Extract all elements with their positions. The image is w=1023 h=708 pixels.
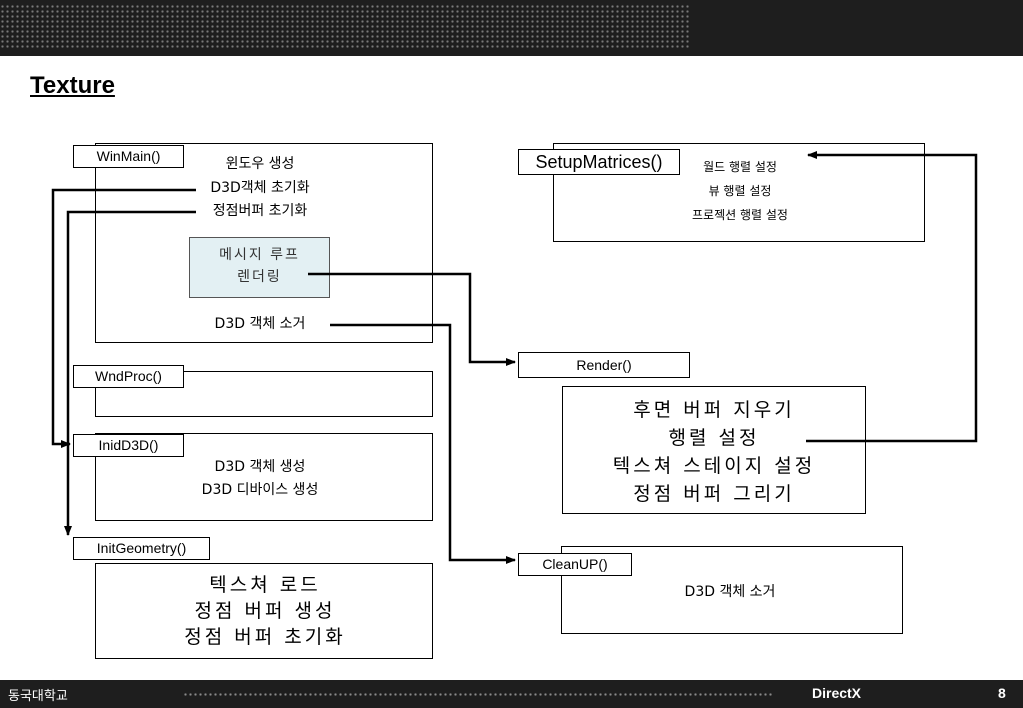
initd3d-line-1: D3D 객체 생성 (214, 459, 306, 475)
arrow-render (308, 272, 516, 366)
render-label: Render() (518, 352, 690, 378)
initgeometry-box (95, 563, 433, 659)
footer-dot-pattern (183, 692, 773, 697)
winmain-cleanup-text: D3D 객체 소거 (214, 316, 306, 332)
winmain-label: WinMain() (73, 145, 184, 168)
initgeometry-line-3: 정점 버퍼 초기화 (184, 626, 346, 648)
message-loop-box: 메시지 루프 렌더링 (189, 237, 330, 298)
page-number: 8 (998, 685, 1006, 701)
header-dot-pattern (0, 4, 690, 50)
setupmatrices-label: SetupMatrices() (518, 149, 680, 175)
initgeometry-line-1: 텍스쳐 로드 (209, 574, 321, 596)
setupmatrices-line-1: 월드 행렬 설정 (703, 160, 777, 174)
winmain-line-3: 정점버퍼 초기화 (212, 203, 308, 219)
initd3d-box (95, 433, 433, 521)
initd3d-line-2: D3D 디바이스 생성 (201, 482, 319, 498)
winmain-line-1: 윈도우 생성 (225, 156, 295, 172)
initd3d-label: InidD3D() (73, 434, 184, 457)
arrow-init-d3d (51, 188, 196, 448)
footer-bar: 동국대학교 DirectX 8 (0, 680, 1023, 708)
initgeometry-line-2: 정점 버퍼 생성 (194, 600, 336, 622)
winmain-box (95, 143, 433, 343)
slide-title: Texture (30, 72, 115, 99)
footer-university: 동국대학교 (8, 689, 68, 704)
arrow-cleanup (330, 323, 516, 564)
header-bar (0, 0, 1023, 56)
setupmatrices-line-3: 프로젝션 행렬 설정 (692, 208, 788, 222)
render-box (562, 386, 866, 514)
render-line-3: 텍스쳐 스테이지 설정 (612, 455, 816, 477)
footer-course: DirectX (812, 685, 862, 701)
wndproc-label: WndProc() (73, 365, 184, 388)
render-line-1: 후면 버퍼 지우기 (633, 399, 795, 421)
cleanup-line-1: D3D 객체 소거 (684, 584, 776, 600)
render-line-4: 정점 버퍼 그리기 (633, 483, 795, 505)
arrow-setup-matrices (806, 151, 978, 443)
initgeometry-label: InitGeometry() (73, 537, 210, 560)
cleanup-label: CleanUP() (518, 553, 632, 576)
render-line-2: 행렬 설정 (668, 427, 760, 449)
setupmatrices-line-2: 뷰 행렬 설정 (708, 184, 772, 198)
winmain-line-2: D3D객체 초기화 (210, 180, 310, 196)
arrow-init-geometry (64, 210, 196, 536)
rendering-text: 렌더링 (237, 269, 282, 285)
message-loop-text: 메시지 루프 (219, 247, 300, 263)
